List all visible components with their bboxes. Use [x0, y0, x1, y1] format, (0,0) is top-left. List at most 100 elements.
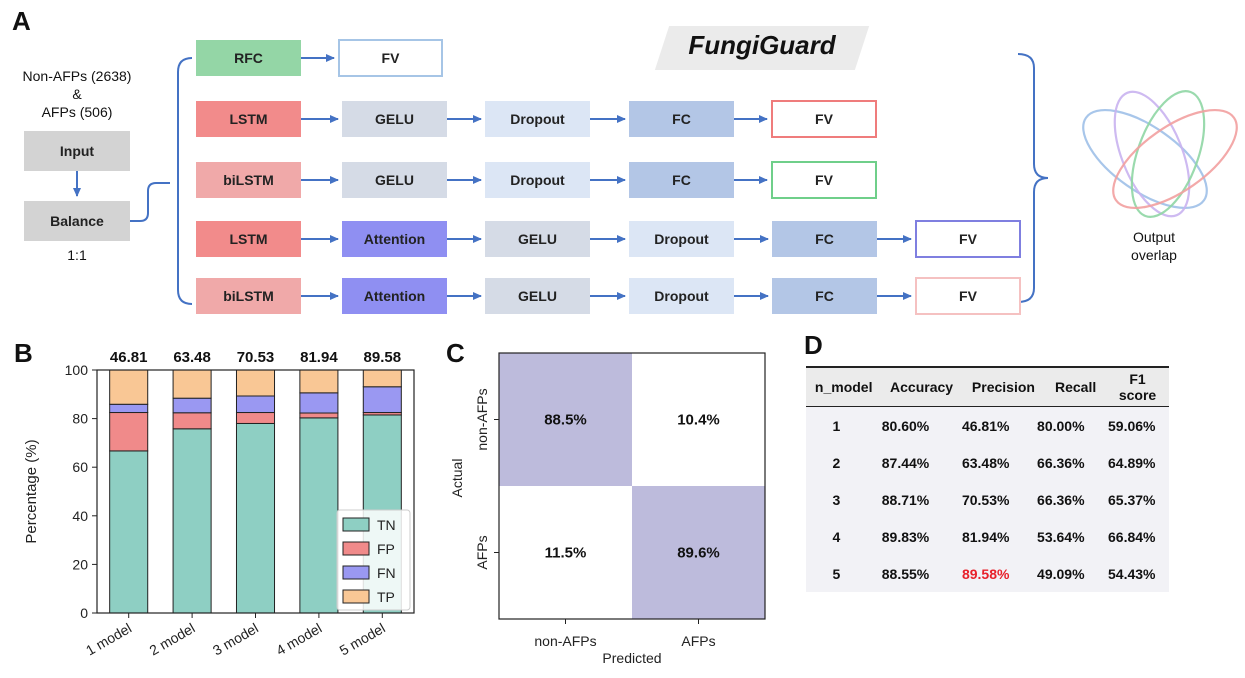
- x-tick-label: 3 model: [210, 620, 261, 659]
- balance-box: Balance: [24, 201, 130, 241]
- legend-label-fp: FP: [377, 541, 395, 557]
- bar-segment-tp: [299, 369, 339, 394]
- output-label-line2: overlap: [1131, 247, 1177, 263]
- app-title: FungiGuard: [688, 30, 836, 60]
- bar-top-label: 70.53: [237, 349, 275, 366]
- dataset-nonafps: Non-AFPs (2638): [22, 68, 132, 84]
- table-cell: 80.00%: [1037, 417, 1085, 434]
- bar-segment-tn: [109, 450, 149, 614]
- bar-segment-tp: [235, 369, 276, 397]
- right-brace-line: [1017, 53, 1049, 303]
- legend-box: [336, 509, 411, 611]
- bar-top-label: 89.58: [364, 349, 402, 366]
- table-cell: 1: [832, 417, 841, 434]
- balance-branch-line: [130, 182, 170, 222]
- bar-segment-fn: [362, 386, 402, 414]
- table-cell: 53.64%: [1037, 528, 1085, 545]
- table-cell: 2: [832, 454, 841, 471]
- row2-fv: FV: [771, 100, 877, 138]
- cm-cell: [499, 353, 632, 486]
- pipeline-connectors: [73, 53, 1049, 305]
- panel-label-b: B: [14, 338, 33, 368]
- bar-top-label: 81.94: [300, 349, 338, 366]
- table-cell: 66.36%: [1037, 454, 1085, 471]
- dataset-ampersand: &: [72, 86, 82, 102]
- row3-fv: FV: [771, 161, 877, 199]
- y-tick-label: 20: [72, 556, 88, 572]
- row5-fv: FV: [915, 277, 1021, 315]
- x-tick-label: 4 model: [273, 620, 324, 659]
- legend-label-tp: TP: [377, 589, 395, 605]
- row2-step-fc: FC: [629, 101, 734, 137]
- row2-step-dropout: Dropout: [485, 101, 590, 137]
- plot-frame: [96, 369, 415, 614]
- table-cell: 87.44%: [881, 454, 930, 471]
- balance-ratio: 1:1: [67, 247, 87, 263]
- panel-label-a: A: [12, 6, 31, 36]
- y-tick-label: 60: [72, 459, 88, 475]
- table-cell: 88.71%: [881, 491, 930, 508]
- row4-step-attention: Attention: [342, 221, 447, 257]
- legend-swatch-tn: [342, 517, 370, 532]
- panel-label-d: D: [804, 330, 823, 360]
- bar-segment-fn: [235, 395, 276, 414]
- table-cell: 89.83%: [881, 528, 930, 545]
- output-label-line1: Output: [1132, 229, 1176, 245]
- bar-segment-tn: [235, 422, 276, 614]
- input-box: Input: [24, 131, 130, 171]
- row2-model-lstm: LSTM: [196, 101, 301, 137]
- table-cell: 3: [832, 491, 841, 508]
- table-cell: 63.48%: [961, 454, 1010, 471]
- cm-y-axis-label: Actual: [449, 459, 465, 498]
- table-cell: 4: [832, 528, 841, 545]
- col-header-precision: Precision: [971, 379, 1035, 395]
- legend-swatch-fn: [342, 565, 370, 580]
- cm-y-tick-label: AFPs: [474, 535, 490, 569]
- row5-step-gelu: GELU: [485, 278, 590, 314]
- legend-swatch-fp: [342, 541, 370, 556]
- bar-segment-tn: [172, 428, 212, 614]
- y-tick-label: 40: [72, 508, 88, 524]
- bar-segment-fp: [109, 412, 149, 452]
- bar-segment-fp: [299, 412, 339, 419]
- table-row: 4 89.83% 81.94% 53.64% 66.84%: [806, 518, 1169, 555]
- bar-top-label: 63.48: [173, 349, 211, 366]
- x-tick-label: 1 model: [83, 620, 134, 659]
- venn-ellipse-4: [1112, 108, 1238, 210]
- dataset-afps: AFPs (506): [41, 104, 113, 120]
- cm-x-tick-label: non-AFPs: [534, 633, 596, 649]
- table-cell: 81.94%: [961, 528, 1010, 545]
- bar-segment-tp: [172, 369, 212, 399]
- cm-cell-value: 10.4%: [677, 412, 720, 429]
- y-axis-label: Percentage (%): [23, 439, 40, 543]
- row4-step-fc: FC: [772, 221, 877, 257]
- cm-cell: [632, 353, 765, 486]
- cm-y-tick-label: non-AFPs: [474, 388, 490, 450]
- table-header-row: n_model Accuracy Precision Recall F1 sco…: [806, 368, 1169, 406]
- cm-cell: [632, 486, 765, 619]
- bar-segment-fn: [172, 397, 212, 414]
- row4-step-gelu: GELU: [485, 221, 590, 257]
- venn-ellipse-3: [1130, 90, 1206, 218]
- bar-segment-fn: [299, 392, 339, 414]
- bar-top-label: 46.81: [110, 349, 148, 366]
- output-overlap-venn: [1082, 90, 1238, 218]
- bar-segment-fp: [172, 412, 212, 430]
- y-tick-label: 0: [80, 605, 88, 621]
- cm-x-axis-label: Predicted: [602, 650, 661, 666]
- bar-segment-tp: [362, 369, 402, 388]
- table-cell: 66.84%: [1108, 528, 1156, 545]
- row3-step-dropout: Dropout: [485, 162, 590, 198]
- y-tick-label: 80: [72, 411, 88, 427]
- table-cell: 46.81%: [961, 417, 1010, 434]
- table-cell: 54.43%: [1108, 565, 1156, 582]
- row3-step-fc: FC: [629, 162, 734, 198]
- cm-frame: [498, 352, 766, 620]
- bar-segment-tp: [109, 369, 149, 405]
